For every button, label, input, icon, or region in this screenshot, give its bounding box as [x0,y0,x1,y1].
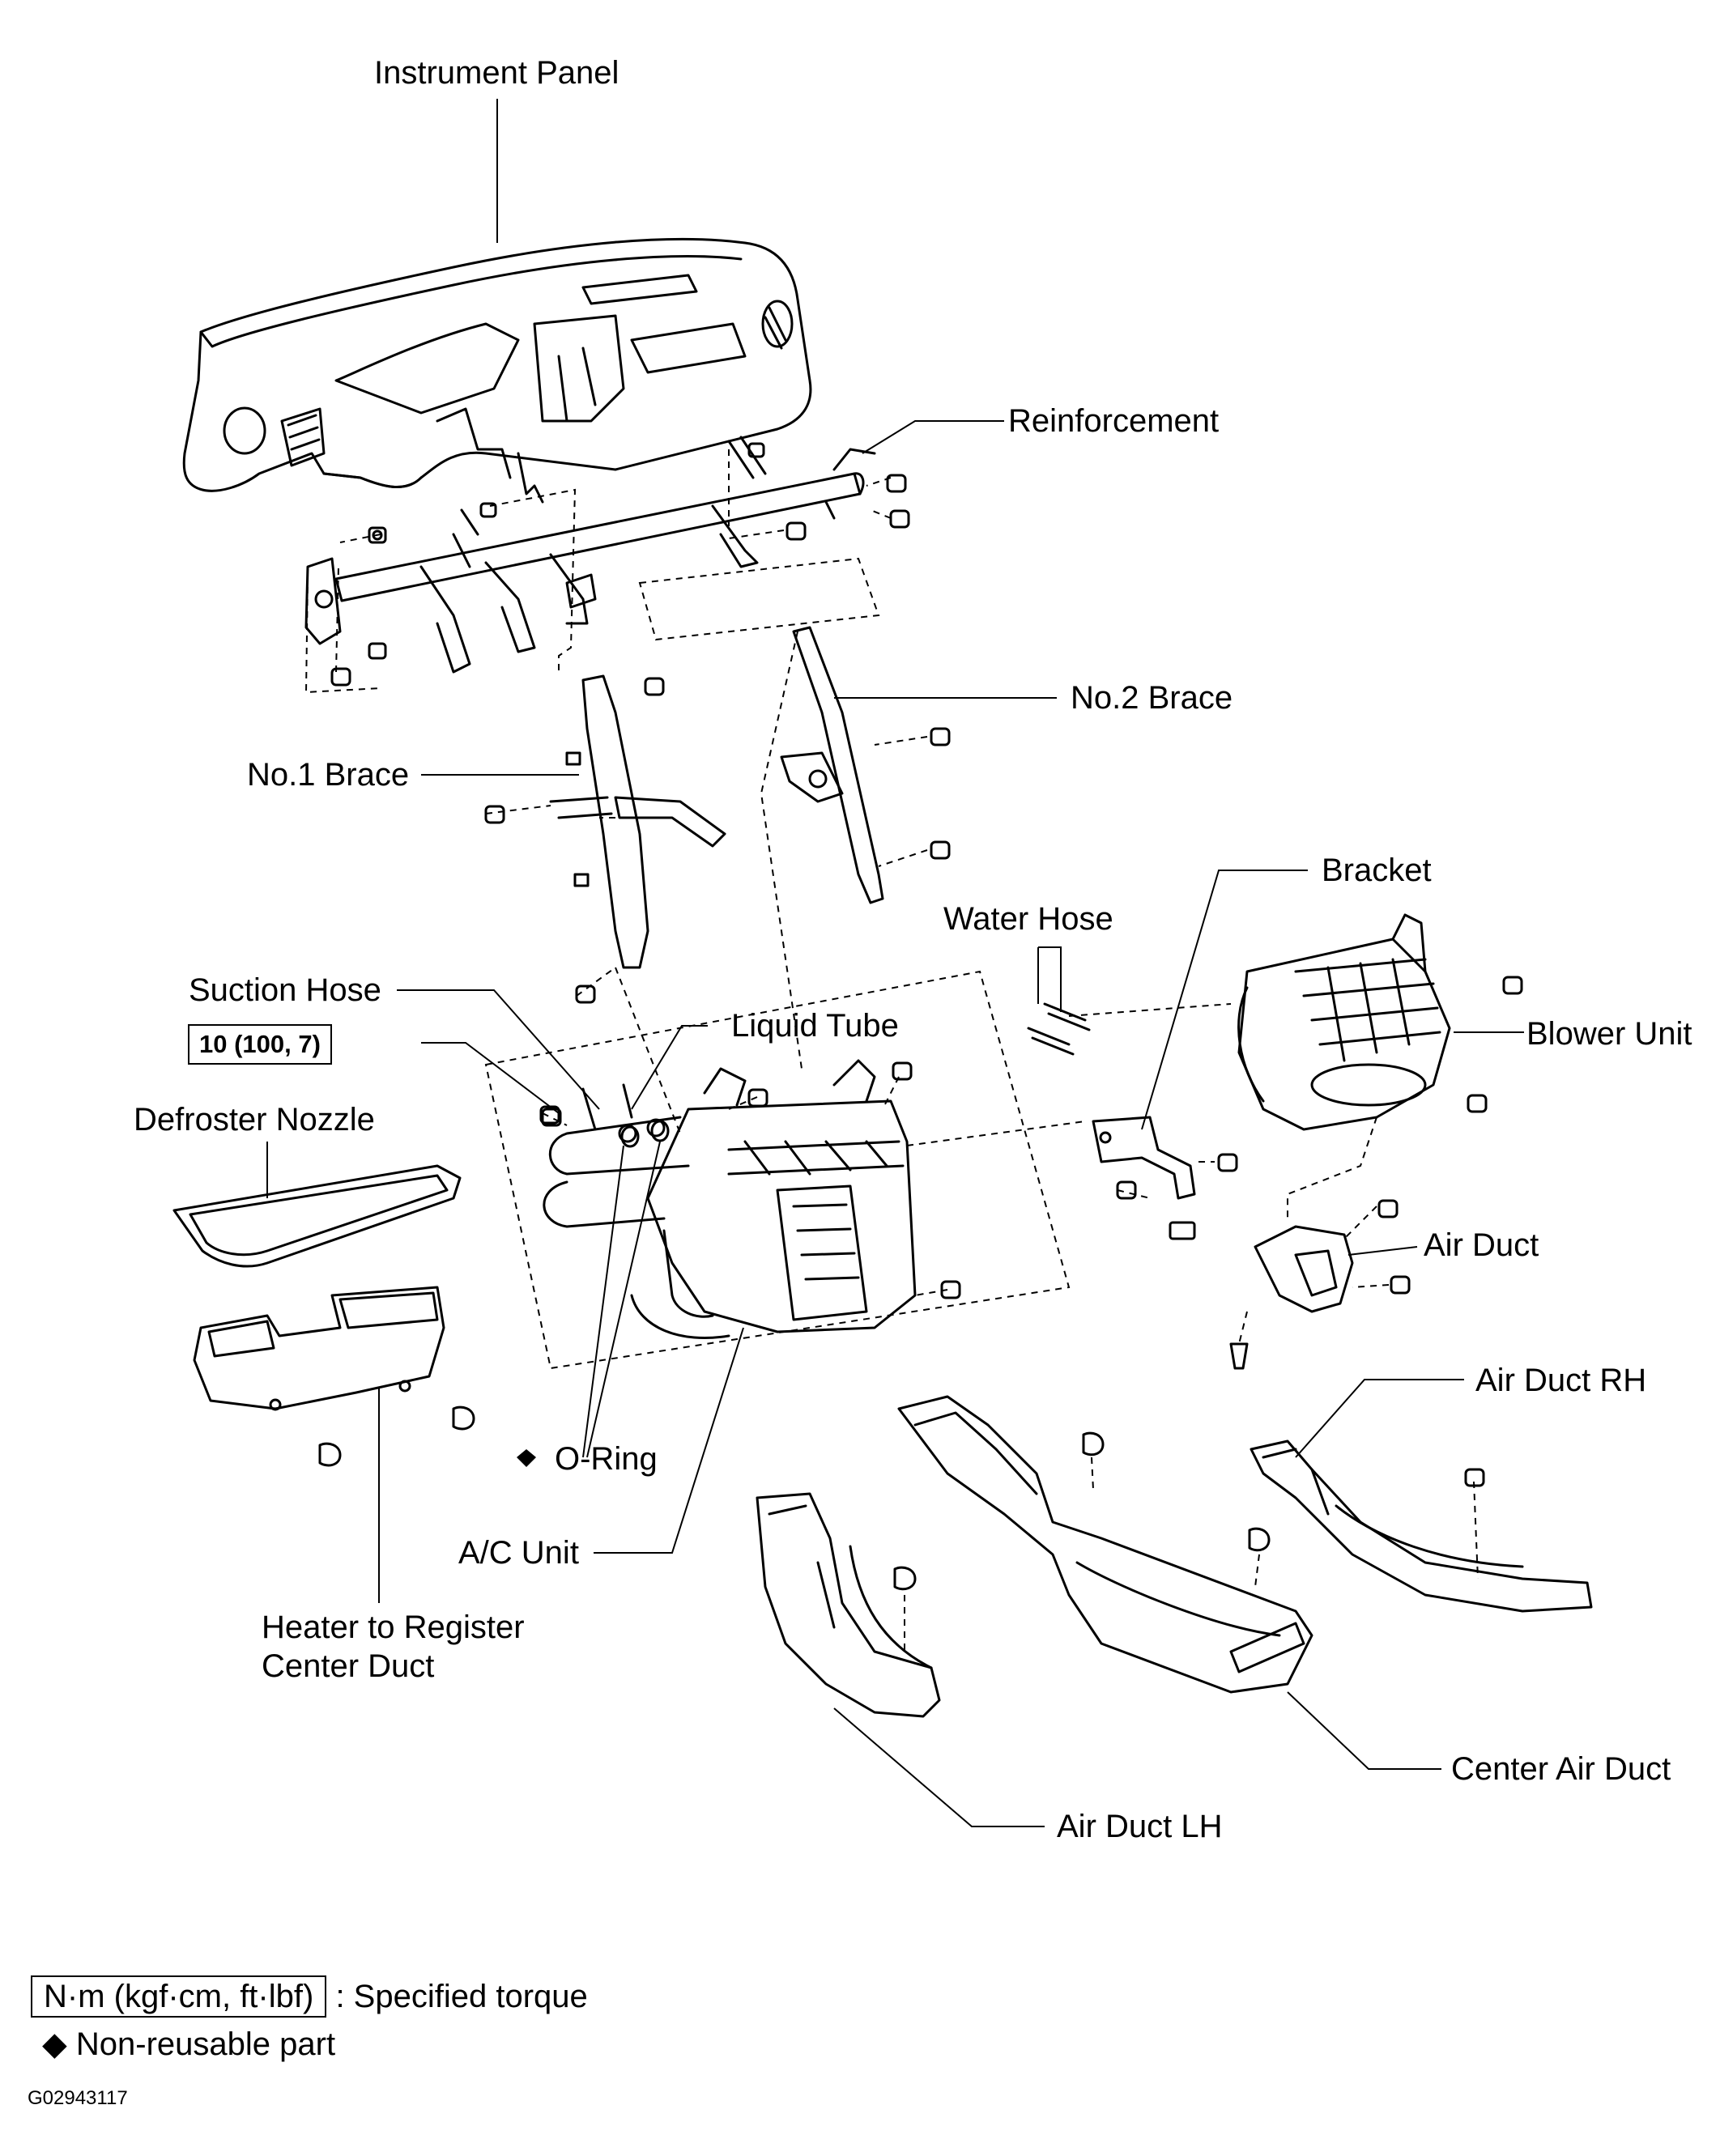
torque-spec-box: 10 (100, 7) [188,1024,332,1065]
instrument-panel-part [182,237,812,504]
label-water-hose: Water Hose [943,901,1113,937]
label-air-duct-lh: Air Duct LH [1057,1809,1223,1844]
label-liquid-tube: Liquid Tube [731,1008,899,1044]
label-suction-hose: Suction Hose [189,972,381,1008]
label-no2-brace: No.2 Brace [1071,680,1233,716]
air-duct-lh-part [756,1492,941,1718]
blower-unit-part [1237,913,1523,1131]
o-ring-diamond [517,1449,536,1467]
water-hose-part [1027,1002,1091,1056]
label-bracket: Bracket [1322,853,1432,888]
legend-torque-text: : Specified torque [335,1979,588,2014]
legend-diamond-icon: ◆ [42,2026,67,2062]
center-air-duct-part [897,1395,1313,1694]
legend-nonreusable-text: Non-reusable part [75,2026,336,2062]
figure-code: G02943117 [28,2087,128,2109]
no1-brace-part [549,674,726,969]
o-rings [620,1120,670,1148]
ac-unit-part [539,1059,961,1340]
label-heater-duct-line2: Center Duct [262,1648,435,1684]
defroster-nozzle-part [172,1164,462,1268]
air-duct-part [1229,1199,1411,1370]
label-ac-unit: A/C Unit [458,1535,579,1571]
legend-torque-unit: N·m (kgf·cm, ft·lbf) [31,1975,327,2018]
reinforcement-part [304,436,876,674]
label-no1-brace: No.1 Brace [247,757,410,793]
label-air-duct-rh: Air Duct RH [1475,1363,1647,1398]
label-o-ring: O-Ring [555,1441,658,1477]
leader-lines [266,99,1524,1827]
bracket-part [1092,1116,1238,1240]
label-defroster-nozzle: Defroster Nozzle [134,1102,375,1138]
air-duct-rh-part [1250,1439,1593,1613]
legend-nonreusable: ◆ Non-reusable part [42,2028,335,2060]
label-air-duct: Air Duct [1424,1227,1539,1263]
heater-register-duct-part [193,1286,475,1467]
label-reinforcement: Reinforcement [1008,403,1220,439]
label-center-air-duct: Center Air Duct [1451,1751,1671,1787]
label-instrument-panel: Instrument Panel [374,55,619,91]
label-heater-duct-line1: Heater to Register [262,1610,525,1645]
reinforcement-fasteners [330,442,910,687]
misc-fasteners [484,805,596,1127]
legend-torque: N·m (kgf·cm, ft·lbf) : Specified torque [31,1975,588,2018]
label-blower-unit: Blower Unit [1526,1016,1692,1052]
no2-brace-part [780,626,951,904]
assembly-dashed-lines [304,449,1479,1652]
